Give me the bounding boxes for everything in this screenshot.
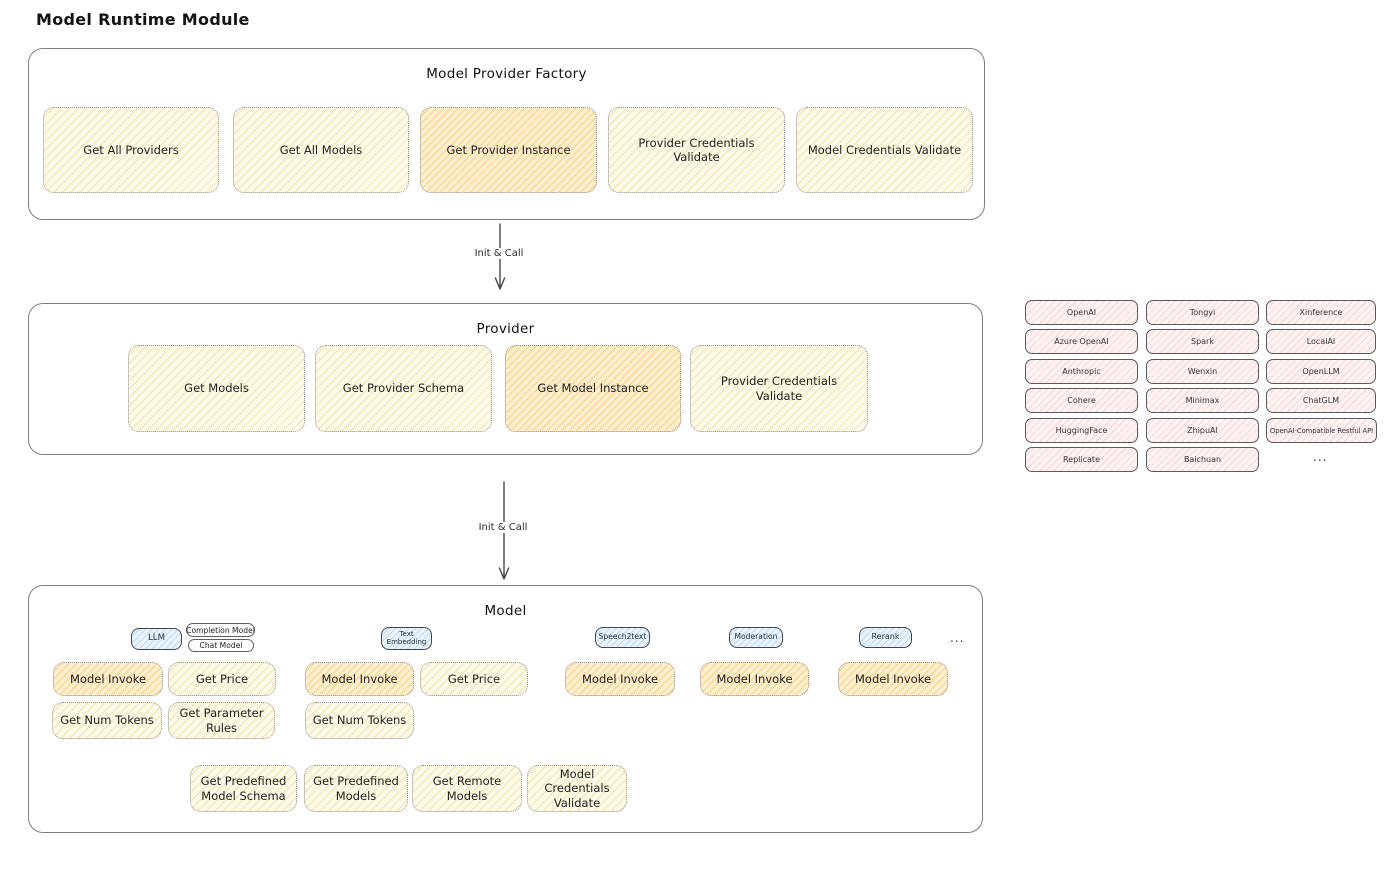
init-call-label-2: Init & Call — [473, 522, 533, 533]
node-get-num-tokens-llm: Get Num Tokens — [52, 702, 162, 739]
vendor-tongyi: Tongyi — [1146, 300, 1259, 325]
node-get-remote-models: Get Remote Models — [412, 765, 522, 812]
vendor-huggingface: HuggingFace — [1025, 418, 1138, 443]
node-get-all-models: Get All Models — [233, 107, 409, 193]
init-call-arrow-1 — [494, 223, 506, 290]
tag-moderation: Moderation — [729, 627, 783, 648]
node-provider-credentials-validate-2: Provider Credentials Validate — [690, 345, 868, 432]
tag-speech2text: Speech2text — [595, 627, 650, 648]
node-model-invoke-llm: Model Invoke — [53, 662, 163, 696]
init-call-arrow-2 — [498, 481, 510, 580]
node-model-credentials-validate: Model Credentials Validate — [796, 107, 973, 193]
vendor-azure-openai: Azure OpenAI — [1025, 329, 1138, 354]
node-get-predefined-models: Get Predefined Models — [304, 765, 408, 812]
vendor-openllm: OpenLLM — [1266, 359, 1376, 384]
node-get-num-tokens-text-embedding: Get Num Tokens — [305, 702, 414, 739]
vendor-replicate: Replicate — [1025, 447, 1138, 472]
node-provider-credentials-validate: Provider Credentials Validate — [608, 107, 785, 193]
vendor-baichuan: Baichuan — [1146, 447, 1259, 472]
vendor-wenxin: Wenxin — [1146, 359, 1259, 384]
node-get-model-instance: Get Model Instance — [505, 345, 681, 432]
tag-completion-model: Completion Model — [186, 623, 255, 637]
init-call-label-1: Init & Call — [469, 248, 529, 259]
vendor-openai-compatible-api: OpenAI-Compatible Restful API — [1266, 418, 1377, 443]
provider-panel-title: Provider — [476, 321, 535, 337]
vendor-minimax: Minimax — [1146, 388, 1259, 413]
tag-rerank: Rerank — [859, 627, 912, 648]
vendors-more-ellipsis: ... — [1313, 450, 1328, 464]
node-get-price-text-embedding: Get Price — [420, 662, 528, 696]
vendor-localai: LocalAI — [1266, 329, 1376, 354]
tag-text-embedding: Text Embedding — [381, 627, 432, 650]
vendor-openai: OpenAI — [1025, 300, 1138, 325]
model-panel-title: Model — [484, 603, 527, 619]
node-get-all-providers: Get All Providers — [43, 107, 219, 193]
node-get-price-llm: Get Price — [168, 662, 276, 696]
node-get-models: Get Models — [128, 345, 305, 432]
tag-chat-model: Chat Model — [188, 639, 254, 652]
node-model-invoke-speech2text: Model Invoke — [565, 662, 675, 696]
node-get-provider-schema: Get Provider Schema — [315, 345, 492, 432]
vendor-cohere: Cohere — [1025, 388, 1138, 413]
vendor-xinference: Xinference — [1266, 300, 1376, 325]
model-tags-more-ellipsis: ... — [950, 631, 965, 645]
node-model-invoke-rerank: Model Invoke — [838, 662, 948, 696]
vendor-anthropic: Anthropic — [1025, 359, 1138, 384]
node-get-parameter-rules: Get Parameter Rules — [168, 702, 275, 739]
node-model-invoke-moderation: Model Invoke — [700, 662, 809, 696]
node-get-provider-instance: Get Provider Instance — [420, 107, 597, 193]
vendor-spark: Spark — [1146, 329, 1259, 354]
tag-llm: LLM — [131, 628, 182, 650]
node-model-invoke-text-embedding: Model Invoke — [305, 662, 414, 696]
factory-panel-title: Model Provider Factory — [426, 66, 587, 82]
node-get-predefined-model-schema: Get Predefined Model Schema — [190, 765, 297, 812]
vendor-chatglm: ChatGLM — [1266, 388, 1376, 413]
node-model-credentials-validate-2: Model Credentials Validate — [527, 765, 627, 812]
page-title: Model Runtime Module — [36, 10, 250, 29]
vendor-zhipuai: ZhipuAI — [1146, 418, 1259, 443]
